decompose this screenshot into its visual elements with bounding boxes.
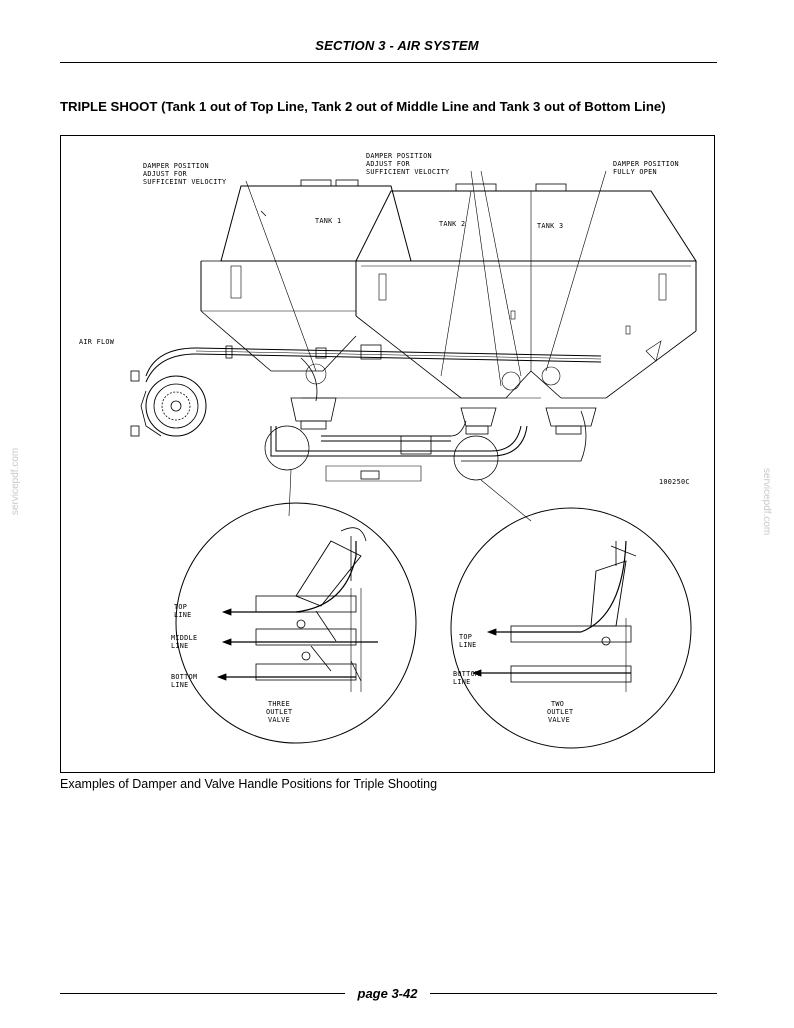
svg-text:ADJUST FOR: ADJUST FOR — [366, 160, 411, 168]
page-number: page 3-42 — [357, 986, 418, 1001]
svg-text:SUFFICEINT VELOCITY: SUFFICEINT VELOCITY — [143, 178, 226, 186]
svg-text:LINE: LINE — [453, 678, 471, 686]
svg-text:VALVE: VALVE — [268, 716, 290, 724]
blower-fan-drawing — [130, 370, 207, 437]
svg-text:OUTLET: OUTLET — [547, 708, 573, 716]
svg-text:OUTLET: OUTLET — [266, 708, 292, 716]
svg-text:ADJUST FOR: ADJUST FOR — [143, 170, 188, 178]
svg-text:BOTTOM: BOTTOM — [453, 670, 479, 678]
svg-text:LINE: LINE — [459, 641, 477, 649]
svg-text:VALVE: VALVE — [548, 716, 570, 724]
svg-text:THREE: THREE — [268, 700, 290, 708]
watermark-left: servicepdf.com — [10, 447, 21, 515]
svg-text:DAMPER POSITION: DAMPER POSITION — [143, 162, 209, 170]
tank-2-3-drawing — [355, 183, 697, 399]
air-lines — [145, 344, 602, 482]
svg-text:LINE: LINE — [171, 681, 189, 689]
detail-marker-left — [264, 425, 310, 471]
leader-lines — [245, 170, 607, 522]
svg-text:TANK 2: TANK 2 — [439, 220, 465, 228]
section-heading: TRIPLE SHOOT (Tank 1 out of Top Line, Ta… — [60, 99, 666, 114]
metering-assemblies — [290, 363, 597, 462]
tank-1-drawing — [200, 179, 412, 372]
svg-text:DAMPER POSITION: DAMPER POSITION — [366, 152, 432, 160]
svg-text:TOP: TOP — [174, 603, 187, 611]
air-system-diagram: DAMPER POSITION ADJUST FOR SUFFICEINT VE… — [60, 135, 715, 773]
svg-text:MIDDLE: MIDDLE — [171, 634, 197, 642]
svg-text:TANK 3: TANK 3 — [537, 222, 563, 230]
diagram-labels: DAMPER POSITION ADJUST FOR SUFFICEINT VE… — [79, 152, 690, 724]
header-divider — [60, 62, 717, 63]
svg-text:FULLY OPEN: FULLY OPEN — [613, 168, 657, 176]
footer-divider-right — [430, 993, 717, 994]
svg-text:LINE: LINE — [174, 611, 192, 619]
svg-text:100250C: 100250C — [659, 478, 690, 486]
footer-divider-left — [60, 993, 345, 994]
svg-text:DAMPER POSITION: DAMPER POSITION — [613, 160, 679, 168]
figure-caption: Examples of Damper and Valve Handle Posi… — [60, 777, 438, 791]
watermark-right: servicepdf.com — [761, 468, 772, 536]
svg-text:SUFFICIENT VELOCITY: SUFFICIENT VELOCITY — [366, 168, 449, 176]
detail-three-outlet-valve — [175, 502, 417, 744]
svg-text:LINE: LINE — [171, 642, 189, 650]
section-title: SECTION 3 - AIR SYSTEM — [315, 38, 479, 53]
svg-text:AIR FLOW: AIR FLOW — [79, 338, 115, 346]
detail-two-outlet-valve — [450, 507, 692, 749]
svg-text:BOTTOM: BOTTOM — [171, 673, 197, 681]
detail-marker-right — [453, 435, 499, 481]
svg-text:TWO: TWO — [551, 700, 564, 708]
svg-text:TANK 1: TANK 1 — [315, 217, 341, 225]
svg-text:TOP: TOP — [459, 633, 472, 641]
